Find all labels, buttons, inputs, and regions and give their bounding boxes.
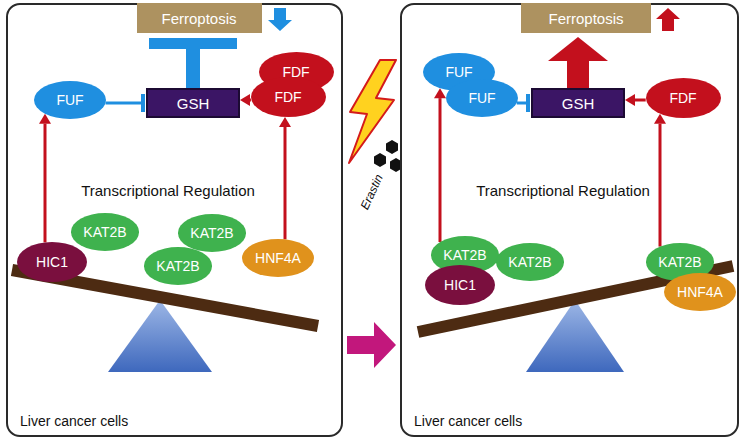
- molecule-ellipse: HIC1: [425, 265, 495, 305]
- molecule-ellipse: HIC1: [17, 242, 87, 282]
- node-label: KAT2B: [83, 224, 126, 240]
- process-box: GSH: [146, 88, 240, 118]
- connector: [149, 38, 237, 88]
- node-label: Ferroptosis: [548, 10, 623, 27]
- molecule-ellipse: KAT2B: [178, 214, 247, 252]
- node-label: HIC1: [36, 254, 68, 270]
- node-label: GSH: [562, 95, 595, 112]
- annotation-label: Transcriptional Regulation: [81, 182, 255, 199]
- connector: [240, 94, 251, 106]
- node-label: KAT2B: [156, 258, 199, 274]
- up-arrow: [656, 8, 680, 31]
- molecule-ellipse: HNF4A: [242, 239, 314, 277]
- molecule-ellipse: KAT2B: [496, 243, 565, 281]
- node-label: KAT2B: [508, 254, 551, 270]
- node-label: Ferroptosis: [161, 10, 236, 27]
- molecule-ellipse: FUF: [34, 81, 106, 119]
- node-label: HNF4A: [677, 284, 723, 300]
- connector: [279, 117, 291, 239]
- node-label: FDF: [274, 89, 301, 105]
- connector: [548, 37, 608, 88]
- process-box: Ferroptosis: [521, 3, 651, 33]
- cell-panel: Liver cancer cellsFerroptosisFUFGSHFDFFD…: [6, 3, 343, 437]
- node-label: HNF4A: [255, 250, 301, 266]
- panel-label: Liver cancer cells: [20, 413, 128, 429]
- node-label: FDF: [669, 90, 696, 106]
- molecule-ellipse: KAT2B: [71, 213, 140, 251]
- process-box: Ferroptosis: [137, 3, 262, 33]
- node-label: GSH: [177, 95, 210, 112]
- fulcrum: [108, 300, 212, 372]
- molecule-ellipse: FDF: [646, 78, 721, 118]
- annotation-label: Transcriptional Regulation: [476, 182, 650, 199]
- node-label: FUF: [56, 92, 83, 108]
- molecule-ellipse: HNF4A: [664, 273, 736, 311]
- cell-panel: Liver cancer cells FerroptosisFUF FUF GSH FD…: [400, 3, 739, 437]
- node-label: KAT2B: [443, 247, 486, 263]
- connector: [625, 94, 646, 106]
- molecule-ellipse: FUF: [446, 79, 518, 117]
- connector: [39, 114, 51, 243]
- node-label: FUF: [468, 90, 495, 106]
- connector: [106, 94, 143, 112]
- node-label: HIC1: [444, 277, 476, 293]
- down-arrow: [268, 8, 292, 31]
- node-label: KAT2B: [658, 254, 701, 270]
- node-label: KAT2B: [190, 225, 233, 241]
- molecule-ellipse: FDF: [251, 77, 326, 117]
- molecule-ellipse: KAT2B: [144, 247, 213, 285]
- connector: [517, 94, 528, 112]
- node-label: FUF: [445, 64, 472, 80]
- panel-label: Liver cancer cells: [414, 413, 522, 429]
- connector: [434, 88, 446, 242]
- process-box: GSH: [531, 88, 625, 118]
- erastin-molecules: [374, 140, 402, 172]
- connector: [347, 322, 396, 368]
- connector: [654, 114, 666, 247]
- annotation-label: Erastin: [358, 172, 386, 212]
